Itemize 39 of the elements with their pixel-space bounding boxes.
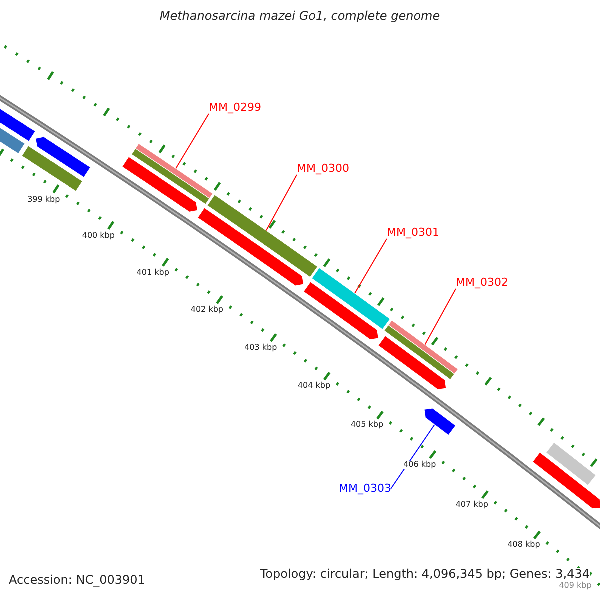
leader-line (266, 174, 298, 232)
gene-block (378, 336, 447, 390)
leader-line (354, 238, 388, 294)
title: Methanosarcina mazei Go1, complete genome (158, 10, 442, 24)
gene-label: MM_0301 (387, 227, 440, 240)
tick-label: 406 kbp (404, 460, 436, 470)
gene-block (135, 143, 214, 200)
tick-label: 407 kbp (456, 500, 488, 510)
leader-line (176, 114, 210, 170)
genome-info: Topology: circular; Length: 4,096,345 bp; Genes: 3,434 (260, 568, 590, 582)
gene-block (424, 408, 456, 436)
gene-block (546, 442, 597, 486)
gene-label: MM_0302 (456, 277, 508, 290)
gene-block (388, 320, 459, 375)
gene-label: MM_0299 (209, 102, 262, 114)
tick-label: 404 kbp (298, 382, 331, 392)
gene-block (384, 324, 456, 380)
leader-line (390, 424, 436, 490)
accession-text: Accession: NC_003901 (9, 574, 146, 588)
gene-block (197, 208, 304, 286)
gene-label: MM_0300 (297, 163, 350, 176)
tick-label: 409 kbp (559, 582, 592, 590)
tick-label: 408 kbp (508, 540, 540, 550)
gene-block (22, 146, 84, 192)
gene-label: MM_0303 (339, 483, 392, 496)
tick-label: 405 kbp (350, 421, 384, 430)
leader-line (424, 288, 456, 346)
gene-block (303, 282, 380, 340)
tick-label: 401 kbp (136, 268, 170, 278)
tick-label: 402 kbp (190, 306, 224, 316)
tick-label: 403 kbp (244, 344, 278, 353)
gene-block (206, 194, 318, 278)
tick-label: 399 kbp (28, 196, 60, 205)
gene-block (532, 452, 600, 510)
gene-block (311, 268, 391, 330)
gene-block (131, 148, 210, 205)
tick-label: 400 kbp (82, 232, 115, 241)
gene-block (122, 156, 198, 213)
gene-block (35, 136, 92, 178)
